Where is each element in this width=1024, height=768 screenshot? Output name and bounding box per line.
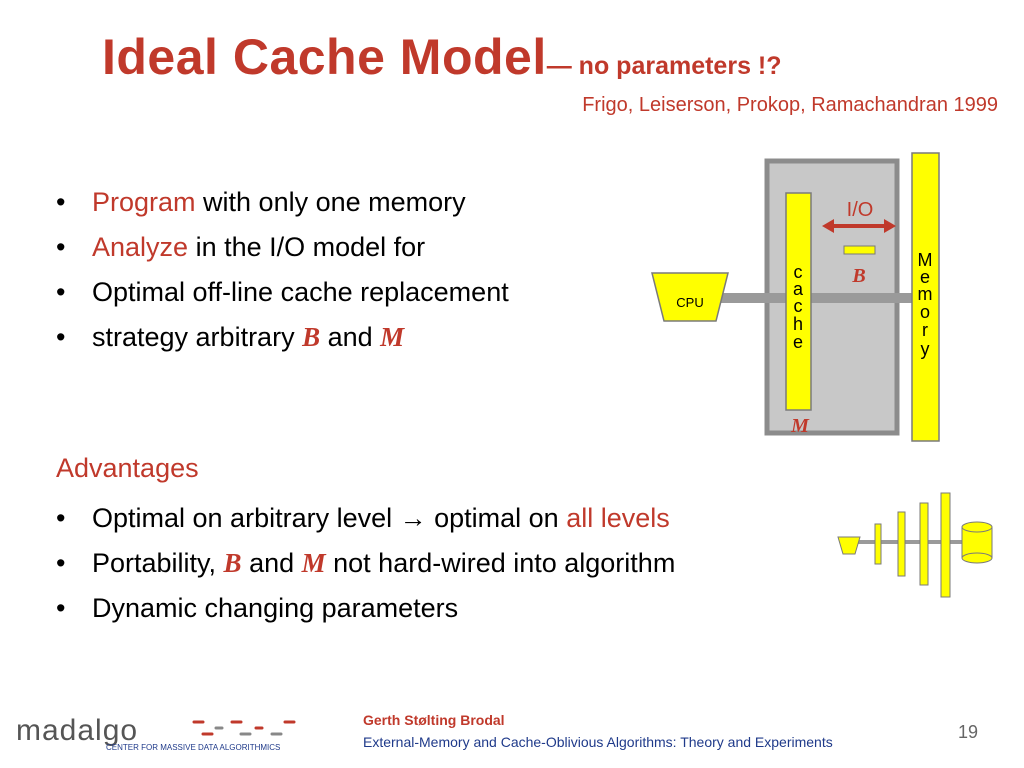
io-arrow	[822, 219, 896, 233]
title-main: Ideal Cache Model	[102, 29, 547, 85]
logo-wordmark: madalgo	[16, 714, 138, 747]
slide-title: Ideal Cache Model— no parameters !?	[102, 28, 782, 86]
block-b-label: B	[851, 265, 865, 287]
citation: Frigo, Leiserson, Prokop, Ramachandran 1…	[582, 94, 998, 116]
bullet-list-advantages: Optimal on arbitrary level → optimal on …	[56, 496, 675, 631]
footer-author: Gerth Stølting Brodal	[363, 712, 505, 728]
bullet-program: Program with only one memory	[56, 180, 509, 225]
hierarchy-disk	[961, 521, 993, 564]
advantages-heading: Advantages	[56, 453, 199, 483]
bullet-strategy: strategy arbitrary B and M	[56, 315, 509, 360]
memory-label: M e m o r y	[918, 250, 933, 359]
memory-label-char: M	[918, 250, 933, 270]
hierarchy-level-3	[919, 502, 929, 586]
footer-subtitle: External-Memory and Cache-Oblivious Algo…	[363, 734, 833, 750]
bullet-analyze: Analyze in the I/O model for	[56, 225, 509, 270]
cache-label-char: e	[793, 332, 803, 352]
bullet-optimal-replacement: Optimal off-line cache replacement	[56, 270, 509, 315]
hierarchy-level-1	[874, 523, 882, 565]
cache-label-char: c	[794, 262, 803, 282]
cache-label-char: c	[794, 296, 803, 316]
hierarchy-level-4	[940, 492, 951, 598]
cache-label-char: a	[793, 279, 804, 299]
memory-label-char: o	[920, 302, 930, 322]
cpu-label: CPU	[676, 295, 703, 310]
logo-tagline: CENTER FOR MASSIVE DATA ALGORITHMICS	[106, 743, 280, 752]
io-label: I/O	[847, 199, 874, 221]
hierarchy-connector	[855, 540, 980, 544]
hierarchy-cpu	[837, 536, 861, 555]
memory-label-char: y	[921, 339, 930, 359]
hierarchy-level-2	[897, 511, 906, 577]
cache-label: c a c h e	[793, 262, 804, 352]
memory-label-char: e	[920, 267, 930, 287]
bullet-list-model: Program with only one memory Analyze in …	[56, 180, 509, 360]
memory-bar	[911, 152, 940, 442]
cache-size-label: M	[790, 415, 810, 437]
memory-label-char: r	[922, 320, 928, 340]
page-number: 19	[958, 722, 979, 742]
title-suffix: — no parameters !?	[546, 52, 782, 80]
cpu-shape	[651, 272, 729, 322]
bullet-dynamic: Dynamic changing parameters	[56, 586, 675, 631]
bullet-all-levels: Optimal on arbitrary level → optimal on …	[56, 496, 675, 541]
memory-label-char: m	[918, 284, 933, 304]
block-b	[843, 245, 876, 255]
logo-dashes	[192, 720, 296, 736]
cache-label-char: h	[793, 314, 803, 334]
cache-bar	[785, 192, 812, 411]
bullet-portability: Portability, B and M not hard-wired into…	[56, 541, 675, 586]
